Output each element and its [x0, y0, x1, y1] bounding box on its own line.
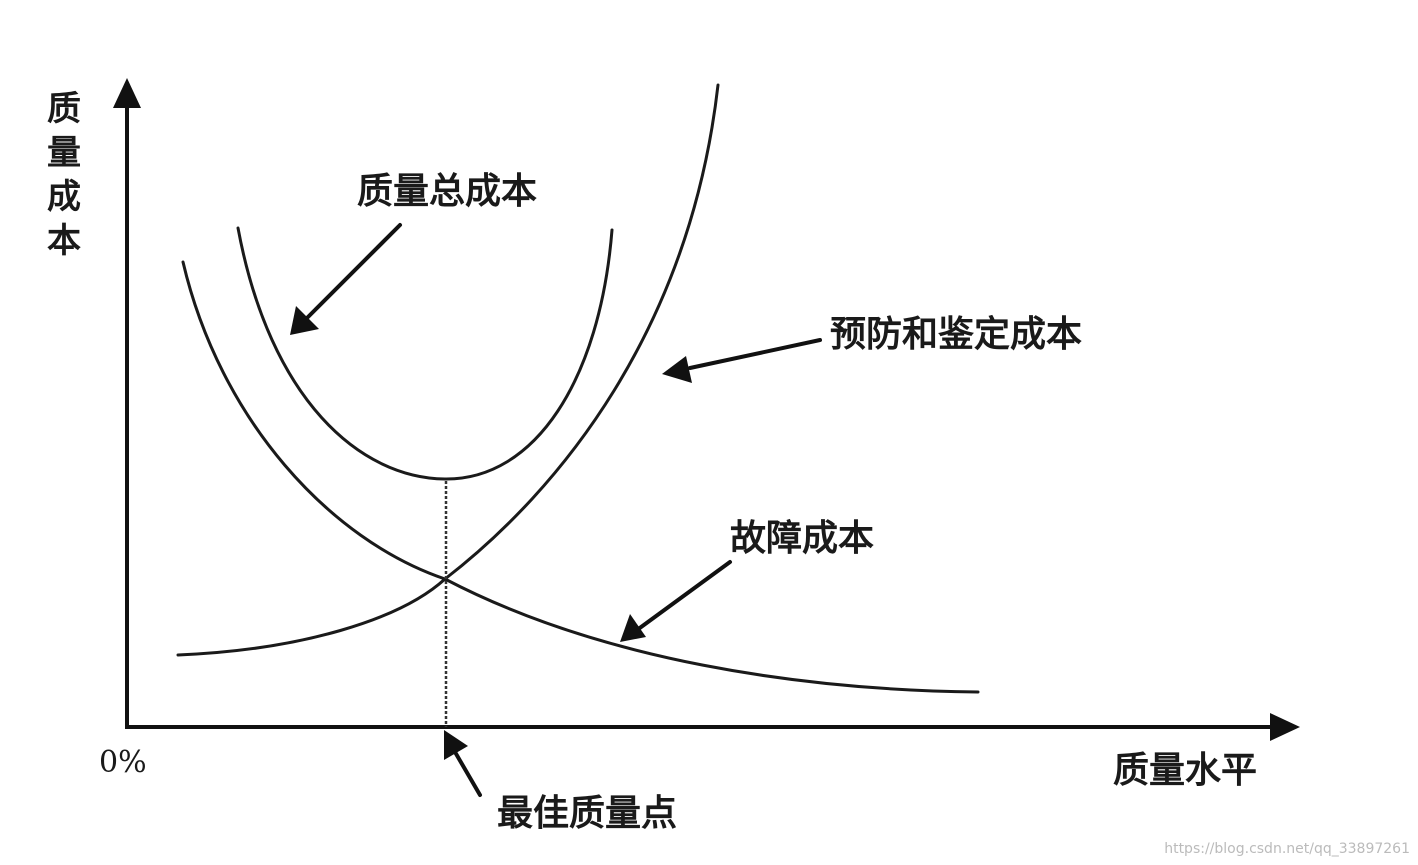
failure-cost-label: 故障成本	[730, 518, 874, 559]
failure-cost-curve	[181, 260, 980, 694]
origin-label: 0%	[99, 745, 147, 780]
total-cost-pointer	[290, 223, 402, 335]
pointer-arrow-icon	[290, 306, 319, 335]
pointer-arrow-icon	[662, 356, 692, 383]
prevention-cost-pointer	[662, 338, 822, 383]
failure-cost-pointer	[620, 560, 732, 642]
total-cost-curve	[236, 226, 614, 481]
prevention-appraisal-cost-curve	[176, 83, 720, 657]
y-axis-label-char: 量	[47, 133, 81, 173]
y-axis-arrow-icon	[113, 78, 141, 108]
y-axis-label-char: 本	[47, 221, 81, 261]
y-axis-label-char: 质	[47, 89, 81, 129]
total-cost-label: 质量总成本	[357, 171, 537, 212]
pointer-arrow-icon	[444, 730, 468, 760]
axes	[113, 78, 1300, 741]
optimal-point-label: 最佳质量点	[497, 793, 677, 834]
prevention-appraisal-cost-label: 预防和鉴定成本	[830, 314, 1082, 355]
optimal-point-pointer	[444, 730, 482, 797]
pointer-arrow-icon	[620, 614, 646, 642]
x-axis-arrow-icon	[1270, 713, 1300, 741]
x-axis-label: 质量水平	[1113, 750, 1257, 791]
watermark-text: https://blog.csdn.net/qq_33897261	[1164, 841, 1410, 857]
y-axis-label-char: 成	[47, 177, 81, 217]
